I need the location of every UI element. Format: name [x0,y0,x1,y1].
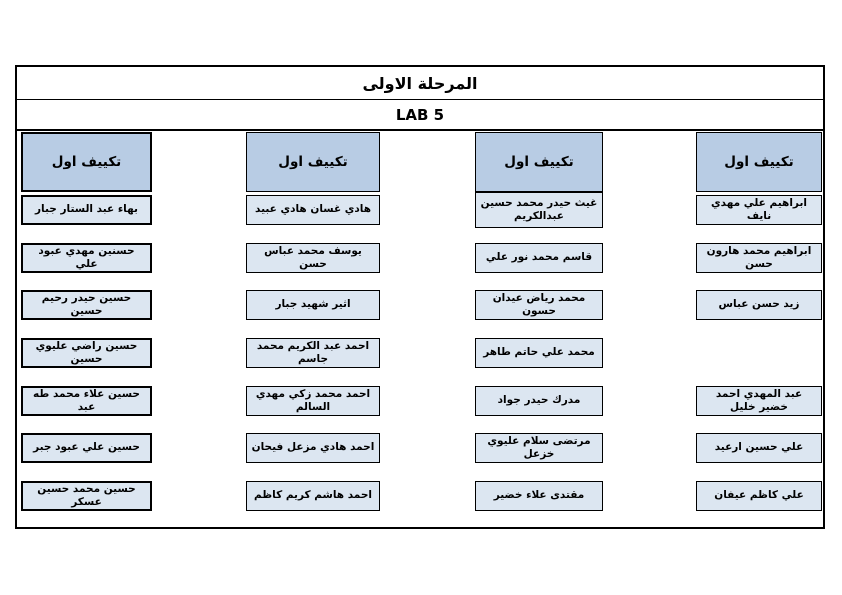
student-name-box: حسين راضي عليوي حسين [21,338,152,368]
student-name-box: حسنين مهدي عبود علي [21,243,152,273]
group-header: تكييف اول [475,132,603,192]
group-header: تكييف اول [246,132,380,192]
student-name-box: مدرك حيدر جواد [475,386,603,416]
student-name-box: اثير شهيد جبار [246,290,380,320]
student-name-box: حسين محمد حسين عسكر [21,481,152,511]
student-name-box: احمد محمد زكي مهدي السالم [246,386,380,416]
student-name-box: يوسف محمد عباس حسن [246,243,380,273]
student-name-box: محمد علي حاتم طاهر [475,338,603,368]
group-header: تكييف اول [696,132,822,192]
student-name-box: زيد حسن عباس [696,290,822,320]
lab-title: LAB 5 [17,100,823,131]
student-name-box: عبد المهدي احمد خضير خليل [696,386,822,416]
student-name-box: هادي غسان هادي عبيد [246,195,380,225]
student-name-box: حسين حيدر رحيم حسين [21,290,152,320]
student-name-box: حسين علي عبود جبر [21,433,152,463]
student-name-box: ابراهيم علي مهدي نايف [696,195,822,225]
stage-title: المرحلة الاولى [17,67,823,100]
student-name-box: احمد عبد الكريم محمد جاسم [246,338,380,368]
student-name-box: محمد رياض عيدان حسون [475,290,603,320]
student-name-box: احمد هاشم كريم كاظم [246,481,380,511]
student-name-box: ابراهيم محمد هارون حسن [696,243,822,273]
student-name-box: مرتضى سلام عليوي خزعل [475,433,603,463]
schedule-table-frame: المرحلة الاولى LAB 5 [15,65,825,529]
student-name-box: بهاء عبد الستار جبار [21,195,152,225]
student-name-box: غيث حيدر محمد حسين عبدالكريم [475,192,603,228]
student-name-box: حسين علاء محمد طه عبد [21,386,152,416]
student-name-box: مقتدى علاء خضير [475,481,603,511]
student-name-box: احمد هادي مزعل فيحان [246,433,380,463]
student-name-box: علي حسين ارعيد [696,433,822,463]
student-name-box: قاسم محمد نور علي [475,243,603,273]
group-header: تكييف اول [21,132,152,192]
student-name-box: علي كاظم عيفان [696,481,822,511]
